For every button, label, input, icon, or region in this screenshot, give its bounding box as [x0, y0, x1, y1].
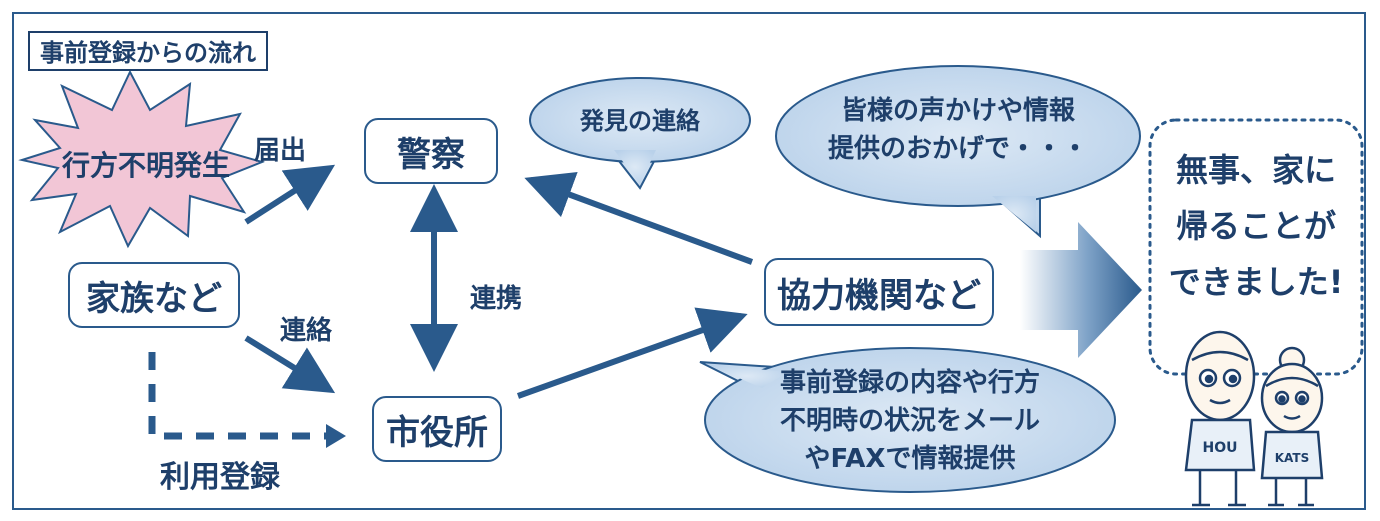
node-incident-label: 行方不明発生: [62, 149, 231, 182]
node-partners: 協力機関など: [764, 258, 994, 326]
bubble-discovery-text: 発見の連絡: [580, 107, 700, 135]
arrow-registration-dashed: [148, 352, 330, 440]
bubble-info-line-2: 不明時の状況をメール: [779, 406, 1040, 436]
result-line-1: 無事、家に: [1175, 151, 1336, 189]
node-family-label: 家族など: [86, 278, 222, 319]
arrow-incident-to-police: [244, 164, 336, 225]
elderly-couple-illustration: [1184, 330, 1324, 507]
node-city-hall-label: 市役所: [386, 412, 488, 453]
arrow-registration-head: [326, 424, 346, 448]
bubble-info-line-1: 事前登録の内容や行方: [779, 368, 1040, 398]
arrow-cityhall-to-partners: [516, 307, 748, 399]
incident-starburst: [18, 69, 266, 249]
bubble-info-shape: [699, 347, 1116, 493]
node-partners-label: 協力機関など: [777, 275, 981, 316]
bubble-thanks-line-1: 皆様の声かけや情報: [840, 96, 1075, 126]
edge-label-cooperation: 連携: [470, 284, 523, 314]
result-line-3: できました!: [1168, 263, 1344, 301]
edge-label-contact: 連絡: [280, 316, 333, 346]
node-police-label: 警察: [397, 134, 465, 175]
result-dotted-box: [1148, 118, 1364, 376]
bubble-thanks-text: 皆様の声かけや情報 提供のおかげで・・・: [818, 92, 1098, 168]
bubble-discovery-shape: [529, 77, 751, 190]
node-city-hall: 市役所: [372, 396, 502, 462]
arrow-partners-to-police: [524, 172, 754, 265]
bubble-info-line-3: やFAXで情報提供: [804, 444, 1016, 474]
node-police: 警察: [364, 118, 498, 184]
arrow-family-to-cityhall: [244, 335, 336, 394]
bubble-thanks-line-2: 提供のおかげで・・・: [827, 134, 1088, 164]
shirt-label-man: HOU: [1203, 440, 1238, 456]
diagram-title: 事前登録からの流れ: [28, 31, 268, 71]
bubble-info-text: 事前登録の内容や行方 不明時の状況をメール やFAXで情報提供: [770, 364, 1050, 478]
edge-label-registration: 利用登録: [160, 460, 280, 495]
result-big-arrow: [1020, 222, 1142, 358]
result-text: 無事、家に 帰ることが できました!: [1162, 142, 1350, 310]
bubble-thanks-shape: [775, 65, 1141, 239]
shirt-label-woman: KATS: [1275, 451, 1309, 465]
result-line-2: 帰ることが: [1175, 207, 1336, 245]
node-family: 家族など: [68, 262, 240, 328]
edge-label-report: 届出: [254, 136, 307, 166]
